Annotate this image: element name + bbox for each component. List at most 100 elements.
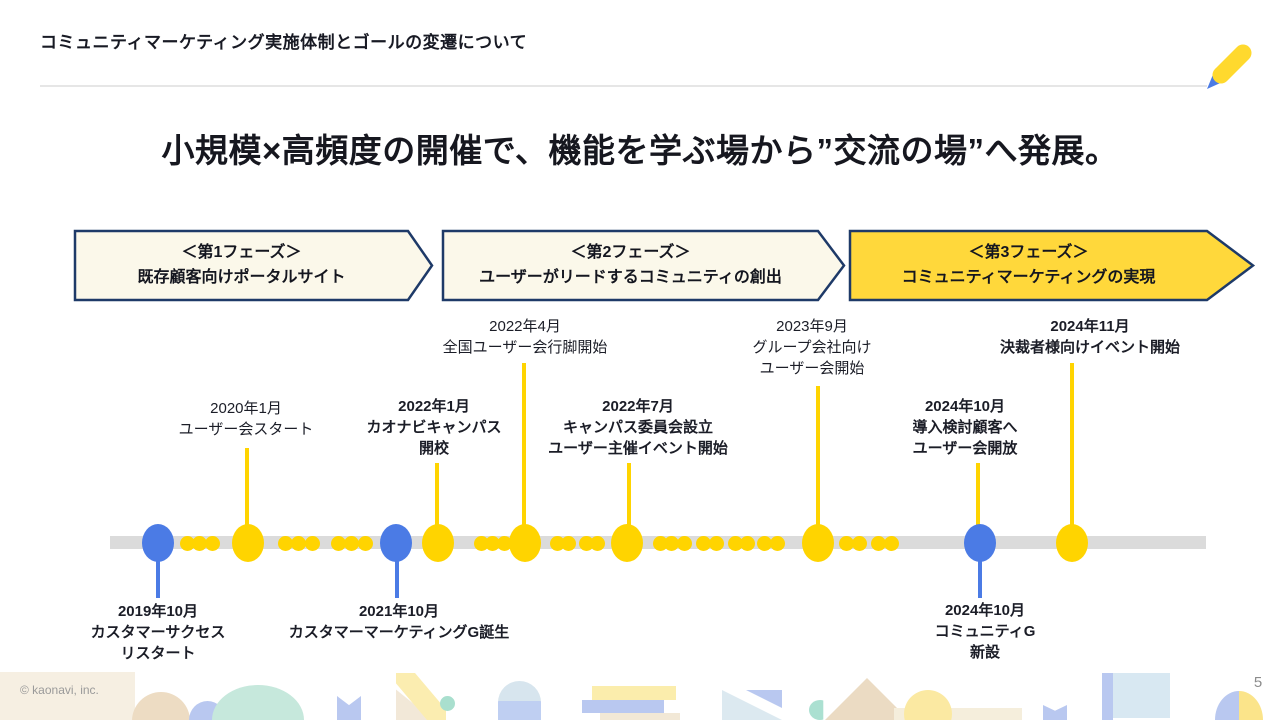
header-divider [40,85,1207,87]
connector-line-top [522,363,526,543]
timeline-dot-small [728,536,743,551]
timeline-dot-small [485,536,500,551]
milestone-date: 2022年4月 [489,318,561,335]
phase-chevron-3 [848,229,1256,302]
timeline-dot-blue [380,524,412,562]
connector-line-top [816,386,820,543]
deco-leaf-mint [809,700,824,720]
timeline-dot-small [770,536,785,551]
milestone-text: 導入検討顧客へ [912,419,1018,436]
milestone-text: ユーザー会開始 [759,360,865,377]
milestone-text: キャンパス委員会設立 [562,419,713,436]
phase-chevron-2 [441,229,846,302]
deco-arch [498,681,541,720]
milestone-label-top: 2022年1月カオナビキャンパス開校 [274,396,594,459]
deco-bar-beige [600,713,680,720]
connector-line-top [1070,363,1074,543]
timeline-dot-yellow [232,524,264,562]
deco-split-dome-right [1239,691,1263,720]
timeline-dot-small [278,536,293,551]
timeline-dot-yellow [611,524,643,562]
timeline-dot-yellow [802,524,834,562]
milestone-text: カスタマーサクセス [90,624,226,641]
timeline-dot-small [497,536,512,551]
milestone-date: 2022年1月 [398,398,470,415]
phase-label-line2: 既存顧客向けポータルサイト [137,268,346,286]
milestone-text: 決裁者様向けイベント開始 [999,339,1180,356]
timeline-dot-blue [964,524,996,562]
milestone-text: ユーザー会開放 [912,440,1018,457]
timeline-dot-small [180,536,195,551]
deco-split-dome [1215,691,1263,720]
deco-rect-beige [0,672,135,720]
timeline-dot-small [839,536,854,551]
timeline-dot-small [205,536,220,551]
milestone-label-bottom: 2019年10月カスタマーサクセスリスタート [0,601,318,664]
phase-label-line2: コミュニティマーケティングの実現 [901,268,1156,286]
deco-banner-icon-2 [1043,705,1067,720]
timeline-dot-small [871,536,886,551]
phase-label-line1: ＜第1フェーズ＞ [181,243,302,261]
page-number: 5 [1253,674,1263,691]
phase-chevron-1 [73,229,434,302]
milestone-label-top: 2022年7月キャンパス委員会設立ユーザー主催イベント開始 [478,396,798,459]
milestone-text: 開校 [418,440,449,457]
milestone-text: カスタマーマーケティングG誕生 [288,624,510,641]
connector-line-bottom [156,552,160,598]
milestone-date: 2024年10月 [924,398,1006,415]
deco-circle-yellow [904,690,952,720]
timeline-dot-small [696,536,711,551]
deco-banner-icon [337,696,361,720]
timeline-dot-small [305,536,320,551]
connector-line-top [245,448,249,543]
phase-label-line2: ユーザーがリードするコミュニティの創出 [479,268,782,286]
timeline-dot-small [852,536,867,551]
slide-headline: 小規模×高頻度の開催で、機能を学ぶ場から”交流の場”へ発展。 [161,132,1119,169]
timeline-dot-small [757,536,772,551]
milestone-date: 2021年10月 [358,603,440,620]
timeline-dot-small [590,536,605,551]
milestone-text: グループ会社向け [752,339,872,356]
deco-arch-bottom [498,701,541,720]
deco-dome-mint [212,685,304,720]
milestone-text: リスタート [120,645,196,662]
phase-label-line1: ＜第3フェーズ＞ [968,243,1089,261]
milestone-label-bottom: 2021年10月カスタマーマーケティングG誕生 [239,601,559,643]
phase-label-line1: ＜第2フェーズ＞ [570,243,691,261]
timeline-dot-small [709,536,724,551]
timeline-dot-yellow [1056,524,1088,562]
deco-bar-yellow [592,686,676,700]
milestone-text: 全国ユーザー会行脚開始 [442,339,608,356]
milestone-text: カオナビキャンパス [366,419,502,436]
milestone-label-top: 2022年4月全国ユーザー会行脚開始 [365,316,685,358]
milestone-label-top: 2024年10月導入検討顧客へユーザー会開放 [805,396,1125,459]
phase-label-1: ＜第1フェーズ＞ 既存顧客向けポータルサイト [75,231,408,300]
timeline-dot-small [358,536,373,551]
milestone-date: 2022年7月 [602,398,674,415]
deco-panel [1113,673,1170,718]
timeline-dot-small [561,536,576,551]
deco-panel-strip [1102,673,1113,720]
milestone-text: ユーザー会スタート [178,421,314,438]
connector-line-bottom [978,552,982,598]
timeline-dot-small [664,536,679,551]
deco-circle-tan [132,692,190,720]
connector-line-top [435,463,439,543]
milestone-text: ユーザー主催イベント開始 [548,440,728,457]
timeline-dot-blue [142,524,174,562]
timeline-dot-small [331,536,346,551]
milestone-label-top: 2023年9月グループ会社向けユーザー会開始 [652,316,972,379]
deco-bar-blue [582,700,664,713]
milestone-date: 2024年11月 [1050,318,1130,335]
timeline-dot-small [192,536,207,551]
milestone-date: 2023年9月 [776,318,848,335]
connector-line-bottom [395,552,399,598]
copyright: © kaonavi, inc. [20,683,99,697]
milestone-label-top: 2020年1月ユーザー会スタート [86,398,406,440]
connector-line-top [627,463,631,543]
deco-split-dome-left [1215,691,1239,720]
deco-ribbon [396,673,446,720]
pencil-icon [1207,44,1252,89]
